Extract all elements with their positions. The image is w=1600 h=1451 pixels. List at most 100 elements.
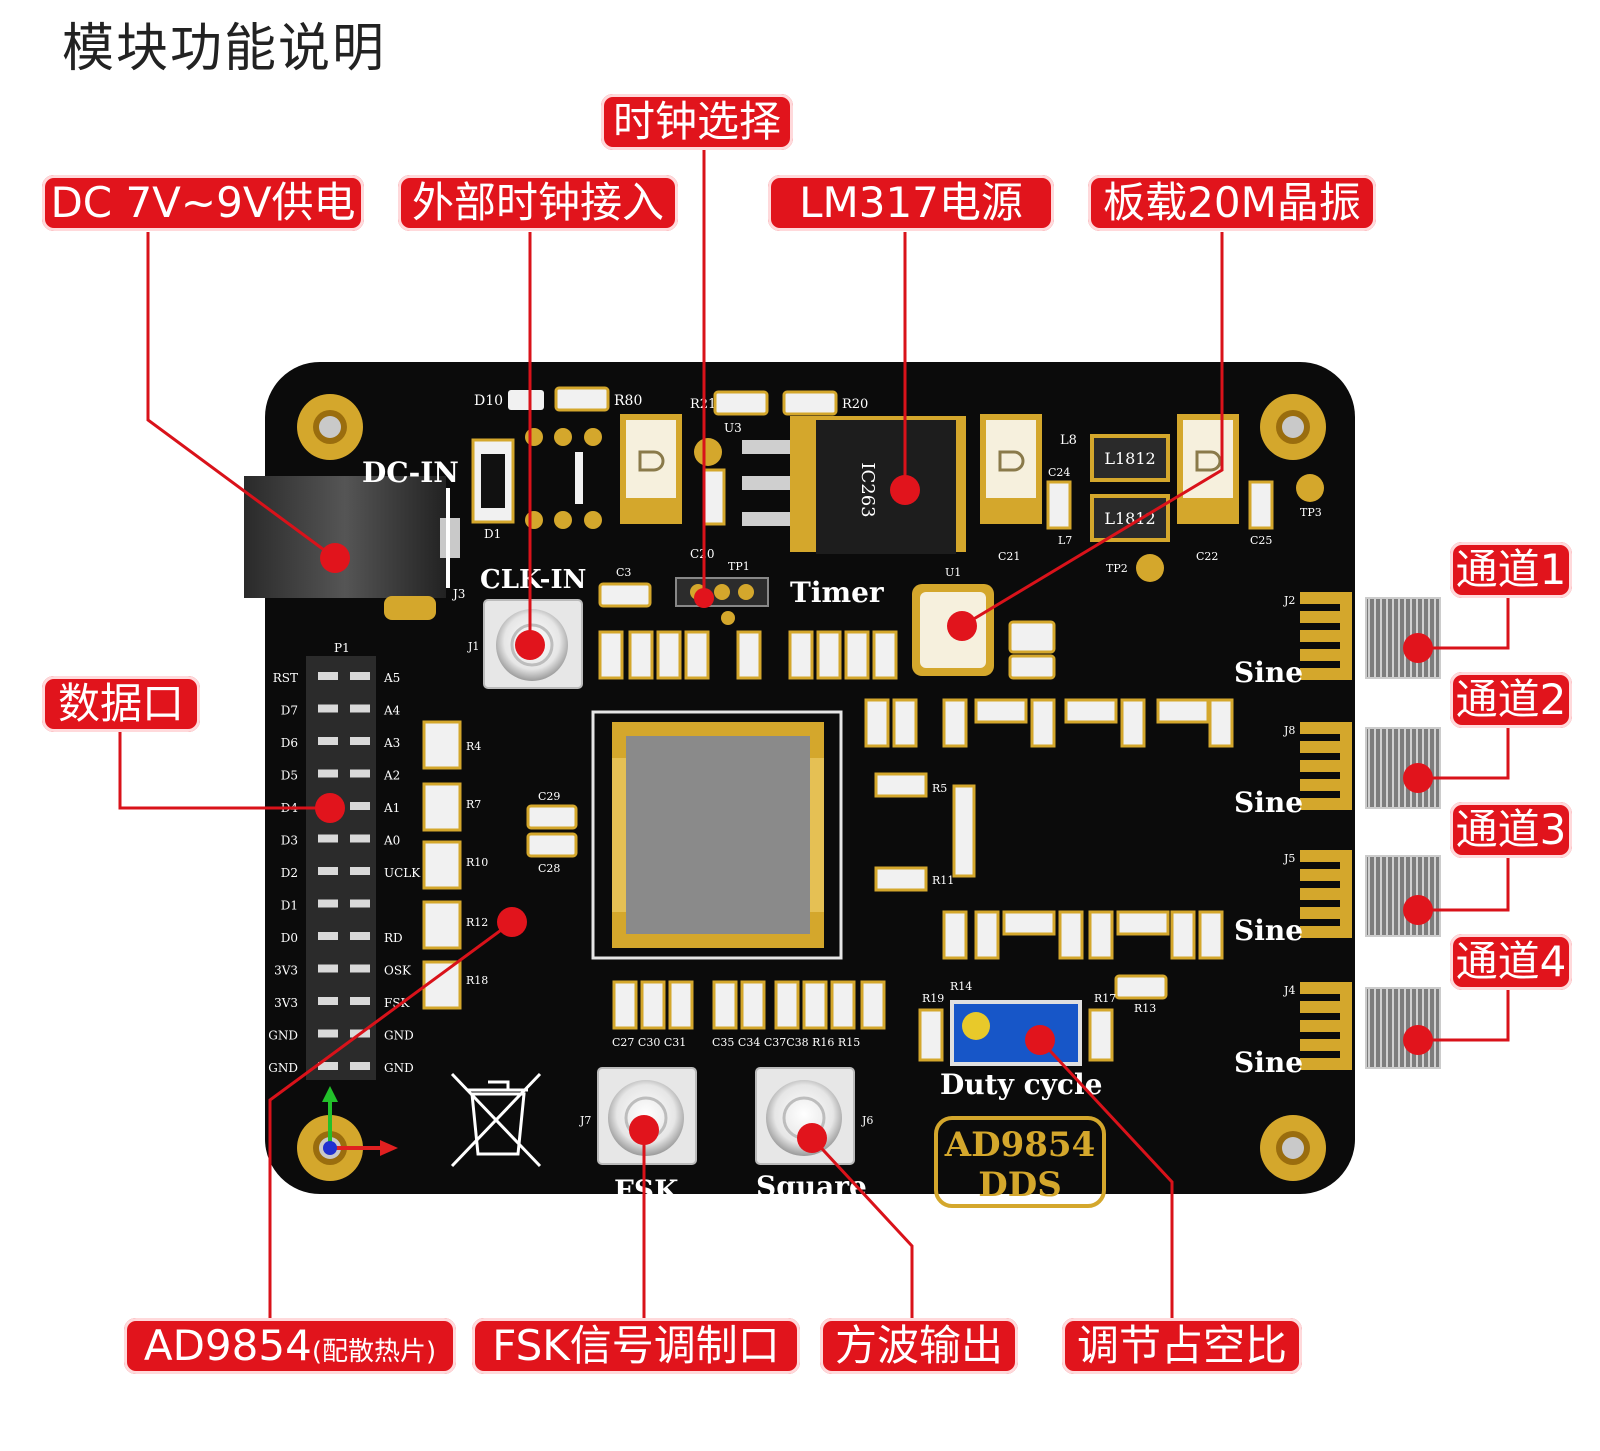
header-label-left: GND bbox=[268, 1061, 298, 1075]
ref-r7: R7 bbox=[466, 798, 481, 811]
ref-u3: U3 bbox=[724, 421, 742, 435]
tantalum-cap-2 bbox=[980, 414, 1042, 524]
regulator-marking: IC263 bbox=[857, 462, 878, 517]
ref-r11: R11 bbox=[932, 874, 954, 887]
header-pin bbox=[350, 997, 370, 1005]
mounting-hole-top-right bbox=[1260, 394, 1326, 460]
header-label-left: 3V3 bbox=[274, 964, 298, 978]
header-pin bbox=[318, 997, 338, 1005]
channel-pad bbox=[1300, 722, 1352, 734]
ref-tp2: TP2 bbox=[1106, 562, 1128, 575]
channel-pad bbox=[1300, 1020, 1352, 1032]
dc-jack bbox=[244, 476, 460, 620]
tantalum-cap-1 bbox=[620, 414, 682, 524]
ref-r14: R14 bbox=[950, 980, 972, 993]
cap-row-bottom bbox=[612, 980, 886, 1030]
ref-r20: R20 bbox=[842, 397, 868, 412]
channel-connector bbox=[1365, 855, 1441, 937]
ref-c20: C20 bbox=[690, 547, 714, 561]
header-label-right: GND bbox=[384, 1061, 414, 1075]
header-pin bbox=[318, 834, 338, 843]
ref-p1: P1 bbox=[334, 641, 350, 655]
label-sine: Sine bbox=[1234, 656, 1303, 689]
channel-pad bbox=[1300, 888, 1352, 900]
channel-pad bbox=[1300, 779, 1352, 791]
ref-r19: R19 bbox=[922, 992, 944, 1005]
ref-u1: U1 bbox=[945, 566, 961, 579]
header-label-left: RST bbox=[273, 671, 298, 685]
channel-pad bbox=[1300, 630, 1352, 642]
header-label-right: A1 bbox=[383, 801, 400, 815]
ref-c24: C24 bbox=[1048, 466, 1070, 479]
header-label-right: OSK bbox=[384, 964, 412, 978]
ref-tp1: TP1 bbox=[728, 560, 750, 573]
axis-indicator-icon bbox=[322, 1086, 398, 1156]
callout-square-output: 方波输出 bbox=[820, 1318, 1018, 1374]
ref-d1: D1 bbox=[484, 527, 501, 541]
label-timer: Timer bbox=[790, 576, 885, 609]
ref-j5: J5 bbox=[1283, 852, 1295, 865]
label-square: Square bbox=[756, 1170, 867, 1203]
callout-dc-power: DC 7V~9V供电 bbox=[42, 175, 364, 231]
header-label-left: D1 bbox=[281, 899, 298, 913]
callout-channel-1: 通道1 bbox=[1450, 542, 1572, 598]
ref-c29: C29 bbox=[538, 790, 560, 803]
header-label-right: A4 bbox=[383, 704, 401, 718]
channel-4-output: Sine J4 bbox=[1234, 982, 1441, 1079]
callout-fsk-port: FSK信号调制口 bbox=[472, 1318, 800, 1374]
data-header bbox=[306, 656, 376, 1080]
inductor-marking-2: L1812 bbox=[1104, 509, 1155, 528]
lm317-regulator: IC263 bbox=[742, 416, 966, 554]
header-pin bbox=[318, 932, 338, 940]
channel-pad bbox=[1300, 798, 1352, 810]
filter-network-mid bbox=[874, 772, 976, 892]
ref-tp3: TP3 bbox=[1300, 506, 1322, 519]
label-dc-in: DC-IN bbox=[362, 456, 459, 489]
channel-pad-bar bbox=[1340, 722, 1352, 810]
header-pin bbox=[350, 672, 370, 680]
channel-pad bbox=[1300, 1001, 1352, 1013]
header-pin bbox=[350, 932, 370, 940]
header-pin bbox=[318, 899, 338, 908]
callout-crystal: 板载20M晶振 bbox=[1088, 175, 1376, 231]
ref-caps-bottom-2: C35 C34 C37C38 R16 R15 bbox=[712, 1036, 860, 1049]
label-clk-in: CLK-IN bbox=[480, 565, 586, 595]
ref-r80: R80 bbox=[614, 393, 642, 409]
header-pin bbox=[318, 737, 338, 745]
ref-r13: R13 bbox=[1134, 1002, 1156, 1015]
channel-pad bbox=[1300, 611, 1352, 623]
label-sine: Sine bbox=[1234, 786, 1303, 819]
channel-pad bbox=[1300, 1039, 1352, 1051]
ref-c3: C3 bbox=[616, 566, 631, 579]
channel-connector bbox=[1365, 987, 1441, 1069]
label-fsk: FSK bbox=[614, 1174, 680, 1207]
header-pin bbox=[318, 867, 338, 875]
header-label-right: A5 bbox=[383, 671, 400, 685]
ad9854-chip bbox=[591, 710, 843, 960]
channel-pad-bar bbox=[1340, 592, 1352, 680]
header-pin bbox=[318, 704, 338, 713]
ref-d10: D10 bbox=[474, 393, 503, 409]
callout-lm317: LM317电源 bbox=[768, 175, 1054, 231]
channel-pad bbox=[1300, 907, 1352, 919]
inductor-marking-1: L1812 bbox=[1104, 449, 1155, 468]
channel-pad bbox=[1300, 869, 1352, 881]
header-pin bbox=[350, 769, 370, 778]
filter-network-bottom bbox=[942, 910, 1224, 960]
ref-j1: J1 bbox=[467, 640, 479, 653]
header-label-left: D2 bbox=[281, 866, 298, 880]
callout-ext-clock: 外部时钟接入 bbox=[398, 175, 678, 231]
label-sine: Sine bbox=[1234, 1046, 1303, 1079]
ref-j4: J4 bbox=[1283, 984, 1295, 997]
ref-c21: C21 bbox=[998, 550, 1020, 563]
logo-line-1: AD9854 bbox=[944, 1125, 1096, 1165]
mounting-hole-top-left bbox=[297, 394, 363, 460]
mounting-hole-bottom-right bbox=[1260, 1115, 1326, 1181]
header-label-right: RD bbox=[384, 931, 403, 945]
ref-j6: J6 bbox=[861, 1114, 873, 1127]
duty-cycle-potentiometer bbox=[950, 1000, 1082, 1066]
ref-j3: J3 bbox=[451, 587, 465, 601]
